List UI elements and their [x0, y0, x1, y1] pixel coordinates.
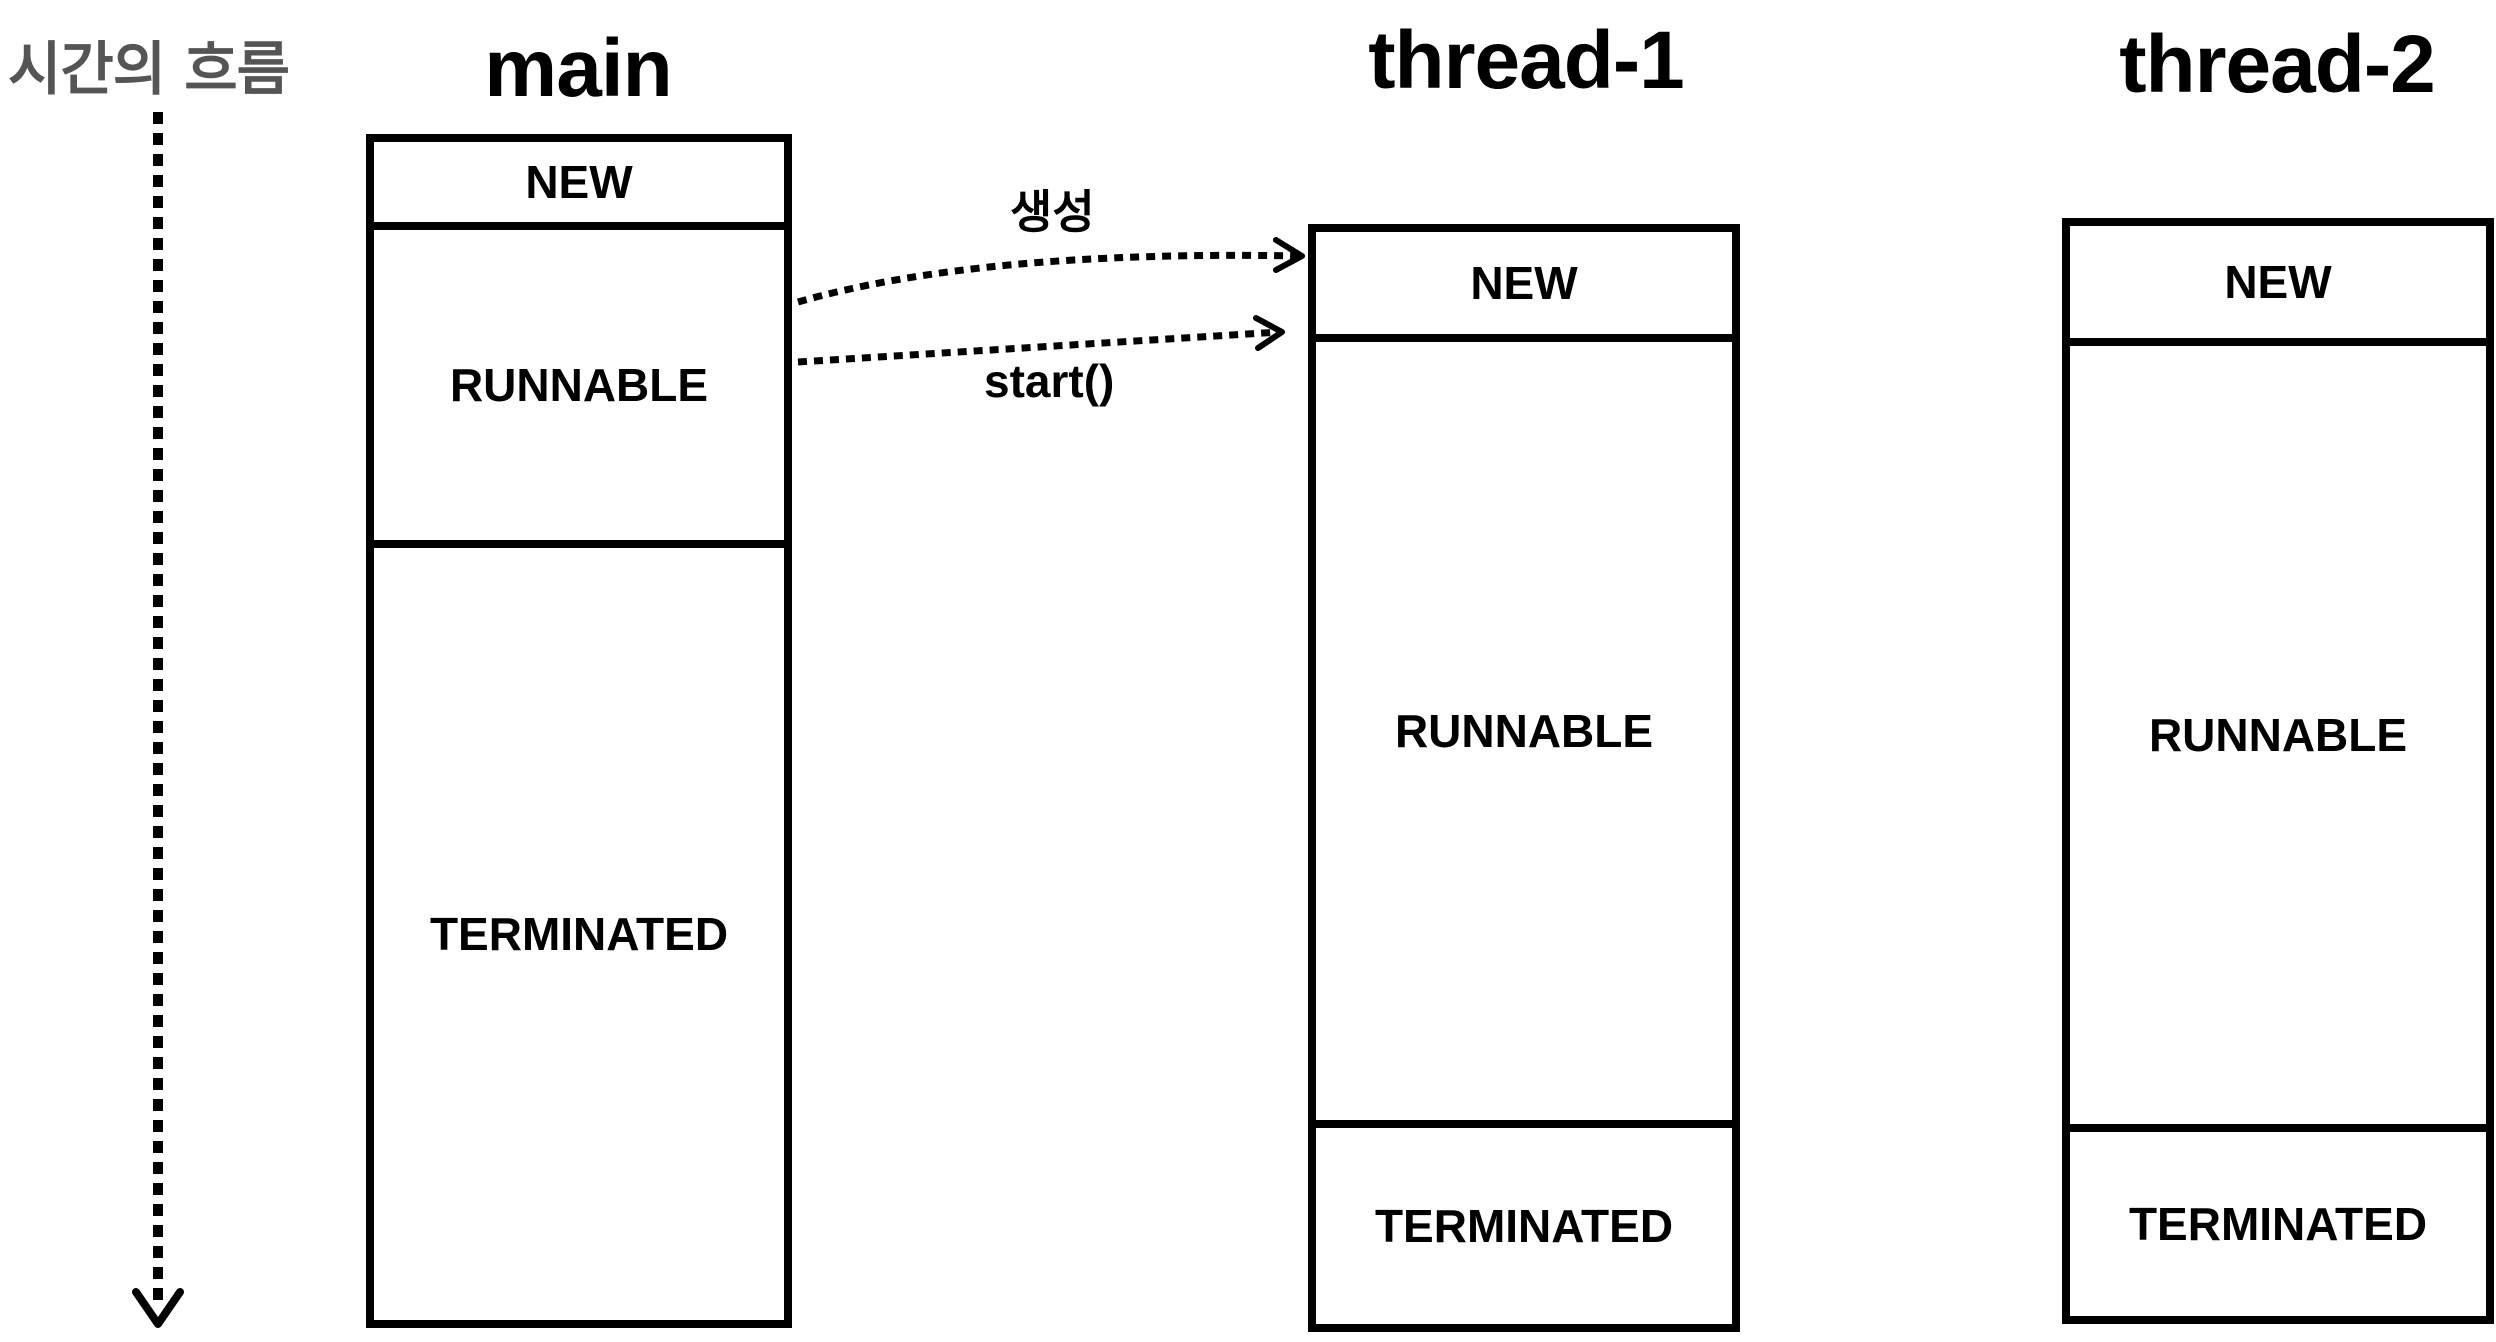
main-thread-title: main: [484, 23, 672, 114]
main-state-terminated: TERMINATED: [374, 540, 784, 1320]
create-arrow: [797, 251, 1301, 306]
thread-1-lifecycle: NEW RUNNABLE TERMINATED: [1308, 224, 1740, 1332]
thread-1-state-terminated: TERMINATED: [1316, 1120, 1732, 1324]
thread-1-state-new: NEW: [1470, 257, 1578, 309]
time-flow-label: 시간의 흐름: [8, 35, 290, 103]
start-arrow-head: [1253, 315, 1285, 351]
thread-2-lifecycle: NEW RUNNABLE TERMINATED: [2062, 218, 2494, 1324]
thread-1-title: thread-1: [1368, 15, 1685, 106]
start-label: start(): [984, 355, 1115, 407]
start-arrow: [797, 328, 1281, 366]
thread-2-state-new: NEW: [2224, 256, 2332, 308]
time-flow-arrow: [132, 112, 184, 1328]
main-state-runnable: RUNNABLE: [374, 222, 784, 540]
main-thread-lifecycle: NEW RUNNABLE TERMINATED: [366, 134, 792, 1328]
thread-2-state-runnable: RUNNABLE: [2070, 338, 2486, 1124]
thread-1-state-runnable: RUNNABLE: [1316, 334, 1732, 1120]
create-arrow-head: [1273, 237, 1305, 273]
create-label: 생성: [1010, 185, 1095, 239]
main-state-new: NEW: [525, 156, 633, 208]
thread-2-state-terminated: TERMINATED: [2070, 1124, 2486, 1316]
thread-2-title: thread-2: [2119, 19, 2436, 110]
transition-arrows: [797, 237, 1305, 366]
